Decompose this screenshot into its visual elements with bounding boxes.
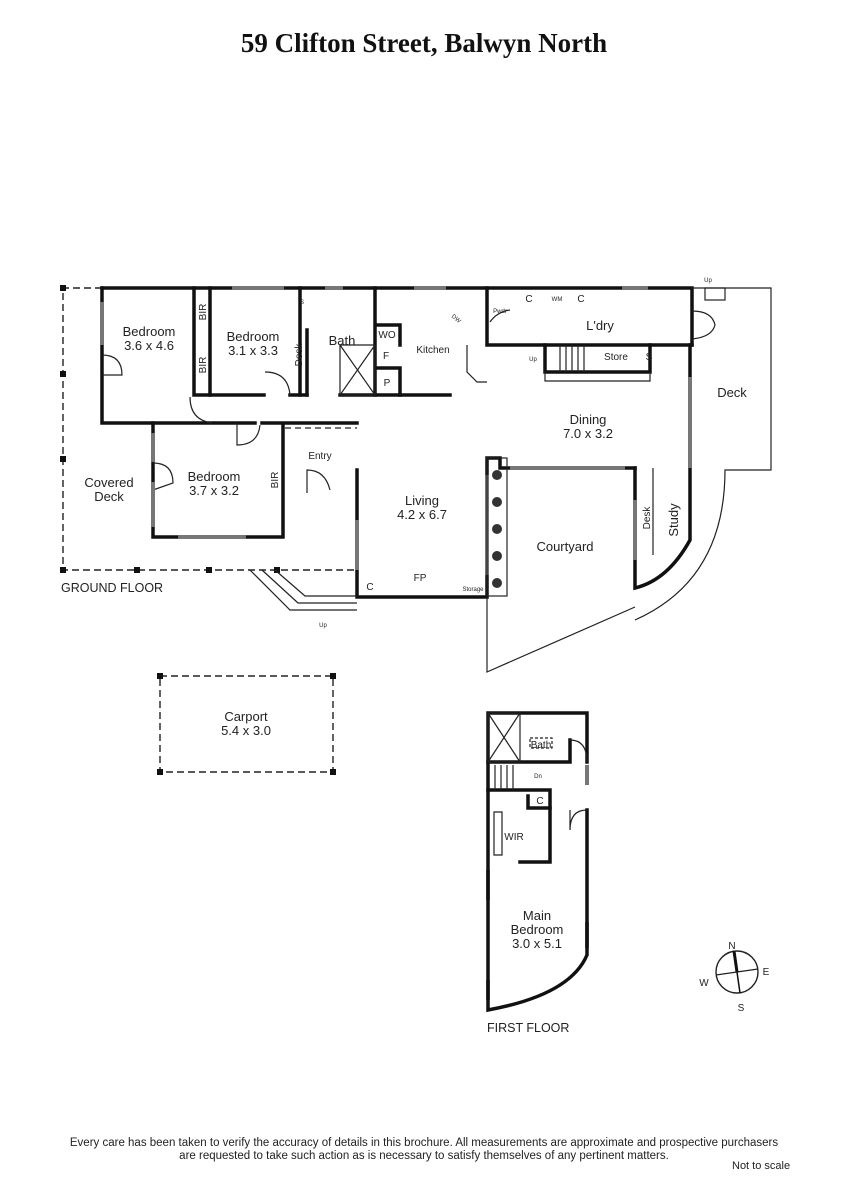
compass-n: N xyxy=(728,941,735,952)
ground-floor-label: GROUND FLOOR xyxy=(61,581,163,595)
storage-label: Storage xyxy=(462,587,484,593)
dishwasher-label: DW xyxy=(450,314,462,325)
room-bath: Bath xyxy=(329,333,356,348)
room-courtyard: Courtyard xyxy=(536,539,593,554)
courtyard-plants xyxy=(486,457,508,597)
up-label-3: Up xyxy=(704,278,712,284)
room-dining-name: Dining xyxy=(570,412,607,427)
ground-floor-walls xyxy=(100,286,694,599)
room-deck: Deck xyxy=(717,385,747,400)
cupboard-label-1: C xyxy=(525,294,532,305)
disclaimer-line-1: Every care has been taken to verify the … xyxy=(69,1137,779,1149)
room-powder: Pwdr xyxy=(493,309,507,315)
room-dining-size: 7.0 x 3.2 xyxy=(563,426,613,441)
room-bedroom-3-size: 3.7 x 3.2 xyxy=(189,483,239,498)
desk-label-2: Desk xyxy=(642,506,653,530)
carport-name: Carport xyxy=(224,709,268,724)
covered-deck-outline xyxy=(60,285,355,573)
room-kitchen: Kitchen xyxy=(416,345,449,356)
room-entry: Entry xyxy=(308,451,331,462)
cupboard-label-2: C xyxy=(577,294,584,305)
ff-down-label: Dn xyxy=(534,774,542,780)
room-store: Store xyxy=(604,352,628,363)
room-bedroom-1-size: 3.6 x 4.6 xyxy=(124,338,174,353)
up-label-2: Up xyxy=(529,357,537,363)
desk-label-1: Desk xyxy=(294,343,305,367)
bir-label-1: BIR xyxy=(198,304,209,321)
wo-label: WO xyxy=(378,330,395,341)
cupboard-label-3: C xyxy=(366,582,373,593)
disclaimer: Every care has been taken to verify the … xyxy=(0,1137,848,1163)
s-label-1: S xyxy=(300,300,304,306)
first-floor-label: FIRST FLOOR xyxy=(487,1021,569,1035)
room-bedroom-2-name: Bedroom xyxy=(227,329,280,344)
room-covered-deck-2: Deck xyxy=(94,489,124,504)
room-living-name: Living xyxy=(405,493,439,508)
room-bedroom-3-name: Bedroom xyxy=(188,469,241,484)
compass-icon xyxy=(715,950,759,994)
fireplace-label: FP xyxy=(414,573,427,584)
ff-bath: Bath xyxy=(531,740,552,751)
ff-wir: WIR xyxy=(504,832,523,843)
main-bedroom-size: 3.0 x 5.1 xyxy=(512,936,562,951)
room-bedroom-1-name: Bedroom xyxy=(123,324,176,339)
page-title: 59 Clifton Street, Balwyn North xyxy=(240,28,608,58)
thin-outlines xyxy=(101,287,772,673)
compass-w: W xyxy=(699,978,709,989)
s-label-2: S xyxy=(646,352,653,363)
fridge-label: F xyxy=(383,351,389,362)
main-bedroom-name-2: Bedroom xyxy=(511,922,564,937)
up-label-1: Up xyxy=(319,623,327,629)
first-floor-walls xyxy=(486,711,589,1013)
room-bedroom-2-size: 3.1 x 3.3 xyxy=(228,343,278,358)
main-bedroom-name-1: Main xyxy=(523,908,551,923)
room-study: Study xyxy=(666,503,681,537)
not-to-scale-note: Not to scale xyxy=(732,1160,791,1172)
washing-machine-label: WM xyxy=(552,297,563,303)
room-living-size: 4.2 x 6.7 xyxy=(397,507,447,522)
carport xyxy=(157,673,336,775)
disclaimer-line-2: are requested to take such action as is … xyxy=(179,1150,669,1162)
compass-e: E xyxy=(763,967,770,978)
room-covered-deck-1: Covered xyxy=(84,475,133,490)
pantry-label: P xyxy=(384,378,391,389)
ff-cupboard: C xyxy=(536,796,543,807)
compass-s: S xyxy=(738,1003,745,1014)
bir-label-3: BIR xyxy=(270,472,281,489)
bir-label-2: BIR xyxy=(198,357,209,374)
carport-size: 5.4 x 3.0 xyxy=(221,723,271,738)
room-laundry: L'dry xyxy=(586,318,614,333)
